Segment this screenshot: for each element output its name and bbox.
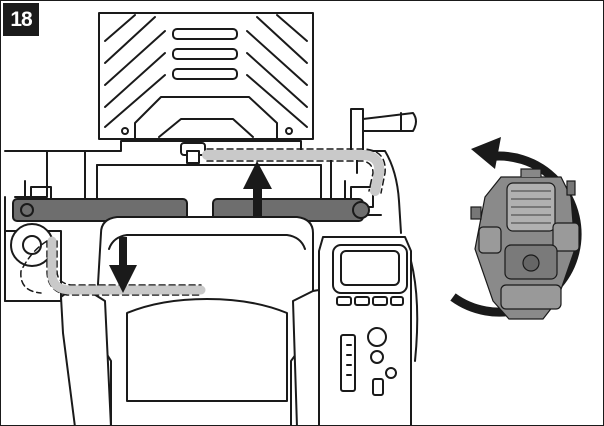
hose-fill-left bbox=[47, 236, 206, 295]
rotate-counterclockwise-icon bbox=[450, 137, 582, 317]
latch-handle bbox=[350, 108, 417, 174]
arrow-up-icon bbox=[243, 161, 272, 217]
step-number-badge: 18 bbox=[3, 3, 39, 36]
seat-backrest bbox=[98, 12, 314, 140]
seat-rail bbox=[12, 198, 370, 222]
hose-dashed-left bbox=[20, 240, 202, 296]
arrow-down-icon bbox=[109, 237, 137, 293]
hose-fill-top bbox=[202, 150, 385, 196]
mower-thumbnail bbox=[470, 168, 580, 320]
hose-dashed-top bbox=[206, 148, 386, 194]
control-console bbox=[318, 236, 419, 425]
seat-cushion bbox=[60, 216, 342, 425]
